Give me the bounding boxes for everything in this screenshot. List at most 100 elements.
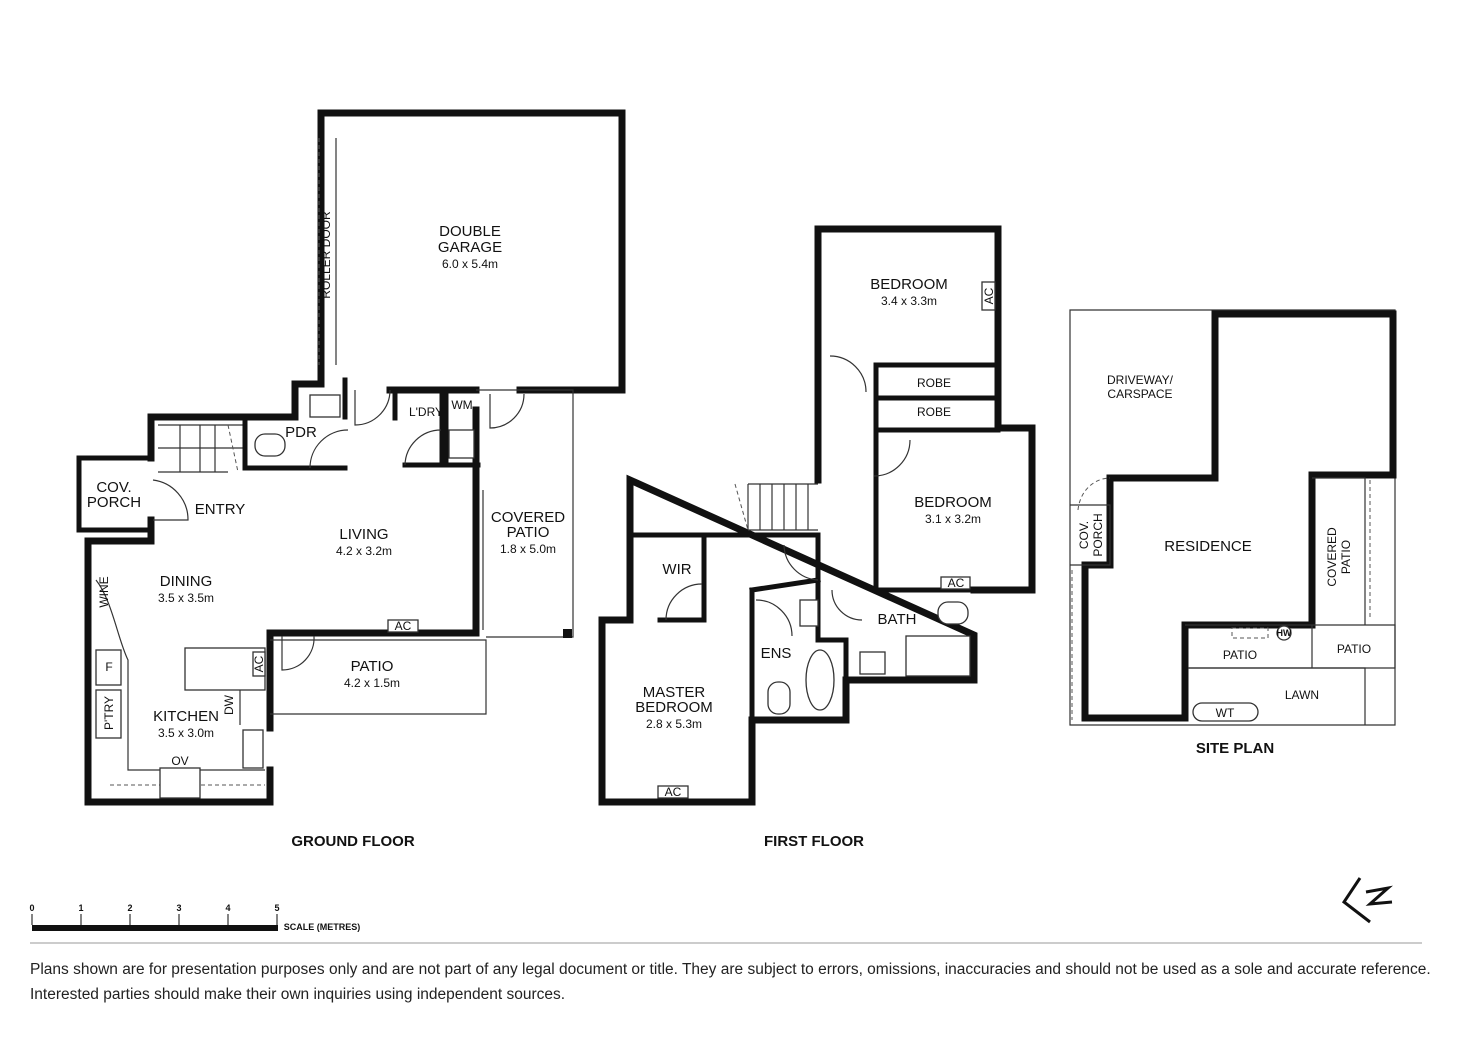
garage-walls — [317, 109, 626, 394]
bath-label: BATH — [878, 611, 917, 628]
kitchen-dims: 3.5 x 3.0m — [158, 726, 214, 740]
fridge-box — [95, 649, 122, 686]
robe2-label: ROBE — [917, 405, 951, 419]
site-patio-left-label: PATIO — [1223, 648, 1257, 662]
ground-floor-outer-walls — [84, 380, 480, 806]
scale-tick-4: 4 — [225, 903, 230, 913]
living-label: LIVING — [339, 526, 388, 543]
entry-label: ENTRY — [195, 501, 246, 518]
pantry-label: P'TRY — [102, 696, 116, 730]
ens-bathtub — [805, 649, 835, 711]
bath-door-swing — [831, 589, 863, 621]
ac-master-box — [657, 785, 689, 799]
site-cov-porch-label-2: PORCH — [1091, 513, 1105, 556]
scale-label: SCALE (METRES) — [284, 922, 361, 932]
fridge-label: F — [105, 660, 112, 674]
bath-shower — [905, 635, 971, 677]
scale-tick-0: 0 — [29, 903, 34, 913]
bedroom2-door-swing — [873, 439, 911, 477]
ac-master-label: AC — [665, 785, 682, 799]
cov-porch-label-2: PORCH — [87, 494, 141, 511]
garage-dims: 6.0 x 5.4m — [442, 257, 498, 271]
scale-tick-5: 5 — [274, 903, 279, 913]
dw-label: DW — [222, 694, 236, 715]
patio-outline — [270, 639, 487, 715]
ens-toilet — [767, 681, 791, 715]
wm-label: WM — [451, 398, 472, 412]
roller-door-label: ROLLER DOOR — [319, 211, 333, 299]
lawn-outline — [1188, 667, 1366, 725]
scale-tick-2: 2 — [127, 903, 132, 913]
residence-label: RESIDENCE — [1164, 538, 1252, 555]
site-garden-curve — [1077, 477, 1111, 511]
ac-living-label: AC — [395, 619, 412, 633]
first-floor-stairs — [734, 483, 818, 531]
kitchen-label: KITCHEN — [153, 708, 219, 725]
covered-patio-label-1: COVERED — [491, 509, 565, 526]
laundry-label: L'DRY — [409, 405, 443, 419]
bath-toilet — [937, 601, 969, 625]
lawn-label: LAWN — [1285, 688, 1319, 702]
site-covered-patio-label-2: PATIO — [1339, 540, 1353, 574]
kitchen-bench-line — [95, 579, 265, 771]
ac-living-box — [387, 619, 419, 633]
patio-label: PATIO — [351, 658, 394, 675]
cov-porch-walls — [76, 455, 154, 533]
ground-floor-plan — [76, 109, 626, 806]
scale-bar: 0 1 2 3 4 5 SCALE (METRES) — [29, 903, 360, 932]
bedroom1-label: BEDROOM — [870, 276, 948, 293]
laundry-door-swing — [404, 429, 442, 466]
scale-bar-line — [32, 925, 278, 931]
master-label-2: BEDROOM — [635, 699, 713, 716]
scale-tick-3: 3 — [176, 903, 181, 913]
wine-label: WINE — [97, 576, 111, 607]
garage-label-1: DOUBLE — [439, 223, 501, 240]
laundry-walls — [392, 387, 481, 468]
pdr-toilet — [254, 433, 286, 457]
site-plan-title: SITE PLAN — [1196, 740, 1274, 757]
ground-stairs — [158, 424, 245, 473]
pdr-basin — [309, 394, 341, 418]
ens-door-swing — [755, 599, 793, 637]
covered-patio-label-2: PATIO — [507, 524, 550, 541]
north-arrow-icon — [1341, 877, 1393, 924]
oven-label: OV — [171, 754, 188, 768]
ac-bed1-box — [981, 281, 996, 311]
bath-basin — [859, 651, 886, 675]
cov-porch-label-1: COV. — [96, 479, 131, 496]
site-cov-porch-label-1: COV. — [1077, 521, 1091, 549]
disclaimer-text: Plans shown are for presentation purpose… — [30, 961, 1431, 1003]
pantry-box — [95, 689, 122, 739]
dining-dims: 3.5 x 3.5m — [158, 591, 214, 605]
pdr-label: PDR — [285, 424, 317, 441]
ac-bed2-box — [940, 576, 971, 590]
site-plan — [1069, 309, 1397, 726]
bedroom1-door-swing — [829, 355, 867, 393]
covered-patio-site — [1312, 477, 1366, 625]
robe1-label: ROBE — [917, 376, 951, 390]
kitchen-sink — [242, 729, 264, 769]
patio-dims: 4.2 x 1.5m — [344, 676, 400, 690]
scale-ticks — [31, 914, 278, 925]
bedroom2-label: BEDROOM — [914, 494, 992, 511]
patio-door-swing — [281, 635, 315, 671]
laundry-tub — [448, 429, 475, 459]
bedroom2-dims: 3.1 x 3.2m — [925, 512, 981, 526]
entry-door-swing — [152, 479, 189, 521]
site-bbq — [1231, 627, 1269, 639]
master-door-swing — [783, 544, 819, 581]
site-boundary — [1069, 309, 1396, 726]
master-dims: 2.8 x 5.3m — [646, 717, 702, 731]
master-label-1: MASTER — [643, 684, 706, 701]
wir-door-swing — [665, 583, 703, 621]
garage-label-2: GARAGE — [438, 239, 502, 256]
first-floor-plan — [598, 225, 1036, 806]
scale-tick-1: 1 — [78, 903, 83, 913]
pdr-door-swing — [309, 429, 349, 469]
ens-basin — [799, 599, 819, 627]
pdr-walls — [242, 377, 348, 471]
wir-label: WIR — [662, 561, 691, 578]
hw-label: HW — [1277, 628, 1292, 638]
garage-side-door-swing — [489, 393, 525, 429]
